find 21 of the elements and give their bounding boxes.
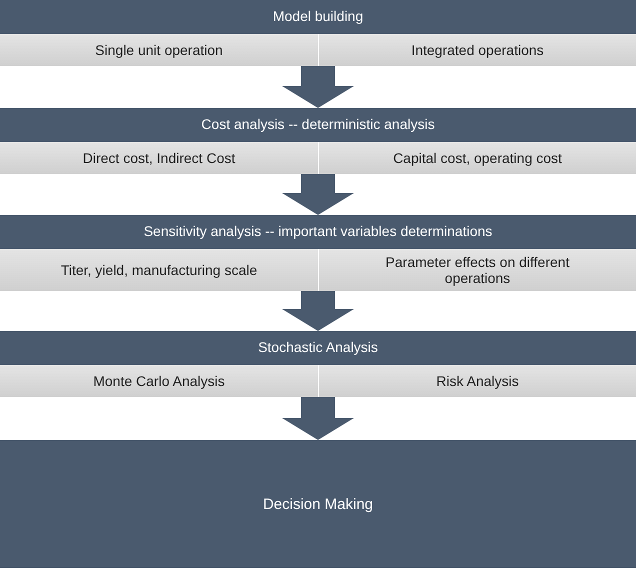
stage-panel: [0, 0, 636, 66]
task-box: Monte Carlo Analysis: [0, 365, 318, 397]
stage-panel: [0, 108, 636, 174]
task-box: Capital cost, operating cost: [318, 142, 636, 174]
stage-heading: Model building: [272, 8, 364, 24]
arrow: [282, 397, 354, 440]
outcome-box: Decision Making: [0, 440, 636, 568]
task-box: Titer, yield, manufacturing scale: [0, 249, 318, 291]
arrow: [282, 66, 354, 108]
task-box: Risk Analysis: [318, 365, 636, 397]
task-box: Integrated operations: [318, 34, 636, 66]
task-box: Single unit operation: [0, 34, 318, 66]
arrow: [282, 174, 354, 215]
stage-panel: [0, 331, 636, 397]
arrow: [282, 291, 354, 331]
stage-heading: Stochastic Analysis: [257, 339, 379, 355]
stage-panel: [0, 215, 636, 291]
stage-heading: Cost analysis -- deterministic analysis: [200, 116, 436, 132]
task-box: Parameter effects on different operations: [318, 249, 636, 291]
stage-heading: Sensitivity analysis -- important variables determinations: [142, 223, 494, 239]
task-box: Direct cost, Indirect Cost: [0, 142, 318, 174]
